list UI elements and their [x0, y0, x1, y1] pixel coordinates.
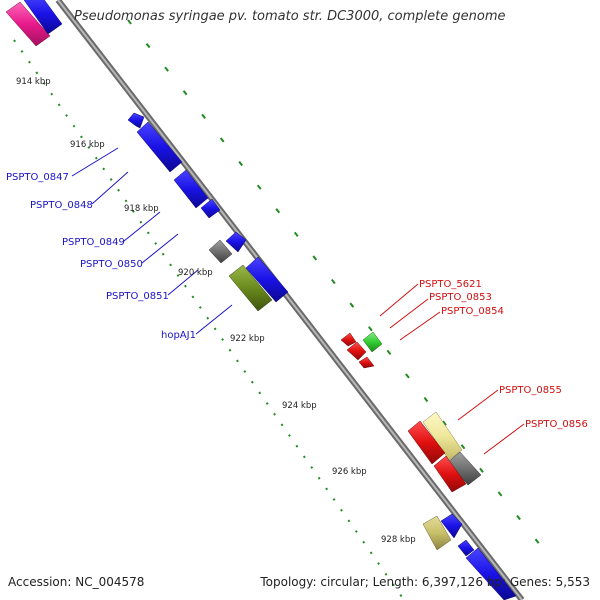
gene-red-large-1[interactable]	[407, 420, 446, 465]
callout-pspto-0851	[167, 269, 199, 296]
callout-pspto-0856	[483, 423, 525, 455]
left-strand-genes	[5, 0, 517, 600]
gene-labels-right: PSPTO_5621 PSPTO_0853 PSPTO_0854 PSPTO_0…	[419, 279, 588, 430]
gene-label-pspto-0850[interactable]: PSPTO_0850	[80, 259, 143, 270]
gene-blue-bottom-3[interactable]	[465, 547, 517, 600]
tick-label-920: 920 kbp	[178, 268, 213, 278]
tick-label-916: 916 kbp	[70, 140, 105, 150]
callout-pspto-5621	[379, 283, 419, 317]
tick-label-928: 928 kbp	[381, 535, 416, 545]
gene-pspto-0854[interactable]	[358, 356, 375, 369]
gene-labels-left: PSPTO_0847 PSPTO_0848 PSPTO_0849 PSPTO_0…	[6, 172, 196, 341]
genome-backbone	[55, 0, 525, 600]
gene-red-large-2[interactable]	[433, 455, 467, 493]
gene-blue-bottom-2[interactable]	[457, 539, 475, 557]
gene-label-pspto-0854[interactable]: PSPTO_0854	[441, 306, 504, 317]
gene-gray-small[interactable]	[208, 239, 233, 264]
tick-label-922: 922 kbp	[230, 334, 265, 344]
inner-tick-ring	[13, 39, 405, 600]
gene-top-blue[interactable]	[23, 0, 63, 35]
gene-label-pspto-0851[interactable]: PSPTO_0851	[106, 291, 169, 302]
gene-pspto-0851[interactable]	[225, 231, 247, 253]
gene-label-pspto-0847[interactable]: PSPTO_0847	[6, 172, 69, 183]
gene-pspto-0849[interactable]	[173, 169, 209, 209]
gene-pspto-0850[interactable]	[200, 198, 221, 219]
map-title: Pseudomonas syringae pv. tomato str. DC3…	[74, 9, 506, 24]
callout-pspto-0849	[123, 211, 161, 242]
gene-label-hopaj1[interactable]: hopAJ1	[161, 330, 196, 341]
gene-khaki-bottom[interactable]	[422, 515, 452, 551]
gene-label-pspto-0856[interactable]: PSPTO_0856	[525, 419, 588, 430]
callout-pspto-0848	[91, 171, 129, 205]
tick-labels: 914 kbp 916 kbp 918 kbp 920 kbp 922 kbp …	[16, 77, 416, 545]
callout-pspto-0853	[389, 298, 429, 329]
gene-blue-long[interactable]	[245, 256, 289, 303]
callout-pspto-0854	[399, 311, 441, 341]
callout-lines	[71, 147, 525, 455]
gene-label-pspto-0849[interactable]: PSPTO_0849	[62, 237, 125, 248]
tick-label-914: 914 kbp	[16, 77, 51, 87]
gene-blue-bottom-1[interactable]	[440, 513, 463, 539]
gene-hopaj1[interactable]	[228, 264, 273, 312]
accession-text: Accession: NC_004578	[8, 575, 145, 589]
tick-label-926: 926 kbp	[332, 467, 367, 477]
gene-red-tiny-1[interactable]	[340, 332, 357, 347]
callout-pspto-0850	[141, 233, 179, 264]
gene-label-pspto-0855[interactable]: PSPTO_0855	[499, 385, 562, 396]
gene-label-pspto-0853[interactable]: PSPTO_0853	[429, 292, 492, 303]
genome-summary-text: Topology: circular; Length: 6,397,126 bp…	[260, 575, 590, 589]
gene-label-pspto-5621[interactable]: PSPTO_5621	[419, 279, 482, 290]
callout-pspto-0855	[457, 389, 499, 421]
gene-top-magenta[interactable]	[5, 1, 51, 47]
gene-label-pspto-0848[interactable]: PSPTO_0848	[30, 200, 93, 211]
callout-pspto-0847	[71, 147, 119, 177]
gene-pspto-0847[interactable]	[127, 112, 145, 129]
gene-pspto-5621[interactable]	[362, 331, 383, 353]
gene-pspto-0853[interactable]	[346, 341, 367, 361]
gene-pspto-0848[interactable]	[136, 121, 183, 173]
callout-hopaj1	[195, 304, 233, 335]
right-strand-genes	[340, 331, 482, 493]
tick-label-918: 918 kbp	[124, 204, 159, 214]
tick-label-924: 924 kbp	[282, 401, 317, 411]
